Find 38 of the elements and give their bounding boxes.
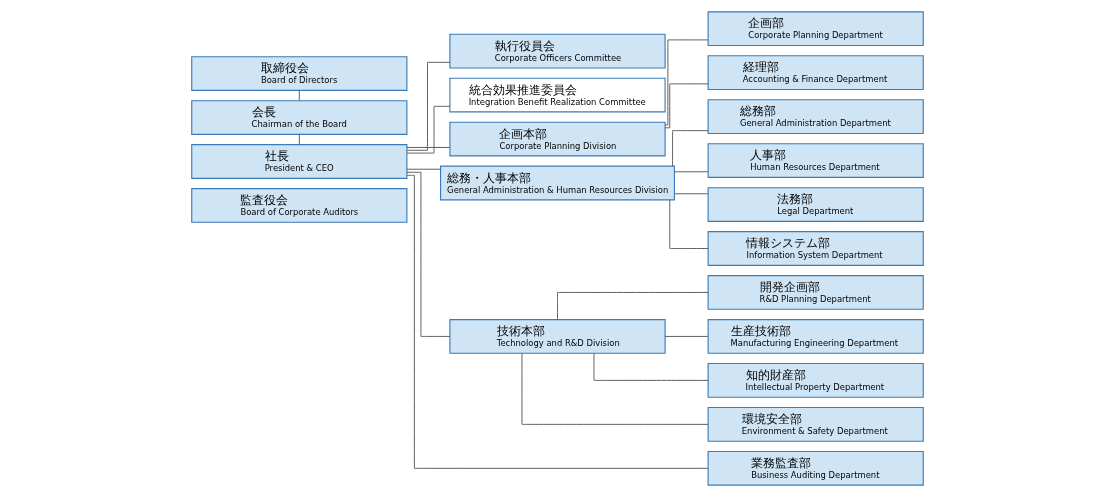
- connector: [298, 90, 300, 101]
- connector: [406, 168, 441, 170]
- connector: [406, 171, 451, 337]
- node-box: 総務・人事本部 General Administration & Human Resources Division: [440, 165, 675, 201]
- node-box: 統合効果推進委員会 Integration Benefit Realization Committee: [449, 77, 666, 113]
- node-box: 取締役会 Board of Directors: [191, 56, 408, 91]
- connector: [664, 83, 709, 129]
- connector: [406, 147, 451, 148]
- node-box: 総務部 General Administration Department: [707, 99, 924, 134]
- node-box: 知的財産部 Intellectual Property Department: [707, 363, 924, 398]
- connector: [406, 61, 451, 151]
- connector: [593, 352, 709, 381]
- node-box: 会長 Chairman of the Board: [191, 100, 408, 135]
- connector: [664, 39, 709, 126]
- connector: [674, 193, 709, 195]
- node-box: 企画本部 Corporate Planning Division: [449, 121, 666, 157]
- node-box: 経理部 Accounting & Finance Department: [707, 55, 924, 91]
- connector: [406, 174, 709, 469]
- node-box: 人事部 Human Resources Department: [707, 143, 924, 178]
- node-box: 生産技術部 Manufacturing Engineering Department: [707, 319, 924, 354]
- connector: [406, 105, 451, 154]
- connector: [557, 292, 709, 321]
- node-box: 社長 President & CEO: [191, 144, 408, 179]
- node-box: 業務監査部 Business Auditing Department: [707, 450, 924, 486]
- connector: [672, 130, 709, 167]
- node-box: 開発企画部 R&D Planning Department: [707, 275, 924, 310]
- node-box: 環境安全部 Environment & Safety Department: [707, 406, 924, 442]
- node-box: 監査役会 Board of Corporate Auditors: [191, 188, 408, 223]
- connector: [521, 352, 709, 425]
- node-box: 企画部 Corporate Planning Department: [707, 11, 924, 47]
- node-box: 執行役員会 Corporate Officers Committee: [449, 33, 666, 69]
- node-box: 情報システム部 Information System Department: [707, 231, 924, 266]
- node-box: 技術本部 Technology and R&D Division: [449, 319, 666, 354]
- connector: [669, 199, 709, 249]
- connector: [674, 171, 709, 173]
- node-box: 法務部 Legal Department: [707, 187, 924, 222]
- connector: [664, 335, 709, 337]
- connector: [298, 133, 300, 145]
